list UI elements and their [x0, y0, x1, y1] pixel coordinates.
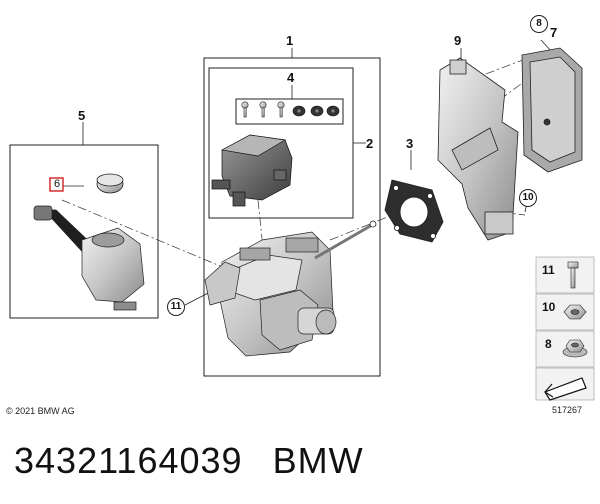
highlight-marker [49, 177, 64, 192]
group-box-5 [9, 144, 159, 319]
push-rod [314, 220, 377, 260]
legend-flange-nut-drawing [562, 339, 588, 358]
callout-11: 11 [167, 298, 185, 316]
part-9-bracket [437, 57, 519, 241]
callout-5: 5 [78, 108, 86, 123]
legend-bolt-drawing [567, 261, 579, 289]
callout-7: 7 [550, 25, 558, 40]
brand-name: BMW [272, 440, 364, 481]
callout-8: 8 [530, 15, 548, 33]
legend-panel [535, 256, 595, 401]
legend-number-flange-nut: 8 [545, 337, 552, 351]
legend-arrow-symbol [544, 377, 587, 401]
parts-diagram [9, 39, 595, 401]
part-3-gasket [384, 179, 444, 243]
callout-10: 10 [519, 189, 537, 207]
part-5-pump-assembly [33, 205, 145, 311]
part-number: 34321164039 [14, 440, 243, 481]
callout-1: 1 [286, 33, 294, 48]
callout-9: 9 [454, 33, 462, 48]
diagram-number: 517267 [552, 405, 583, 415]
part-4-fasteners [241, 101, 340, 118]
group-box-4 [235, 98, 344, 125]
copyright-text: © 2021 BMW AG [6, 406, 75, 416]
part-7-control-module [521, 47, 583, 173]
part-2-control-unit [211, 134, 293, 207]
callout-4: 4 [287, 70, 295, 85]
legend-number-hex-nut: 10 [542, 300, 556, 314]
exploded-view-drawing [9, 39, 595, 401]
part-6-cap [96, 173, 124, 194]
legend-number-bolt: 11 [542, 263, 555, 277]
legend-hex-nut-drawing [563, 304, 587, 320]
part-caption: 34321164039 BMW [14, 440, 394, 482]
callout-2: 2 [366, 136, 374, 151]
callout-3: 3 [406, 136, 414, 151]
callout-6: 6 [53, 178, 61, 190]
part-1-brake-booster-unit [204, 231, 337, 357]
